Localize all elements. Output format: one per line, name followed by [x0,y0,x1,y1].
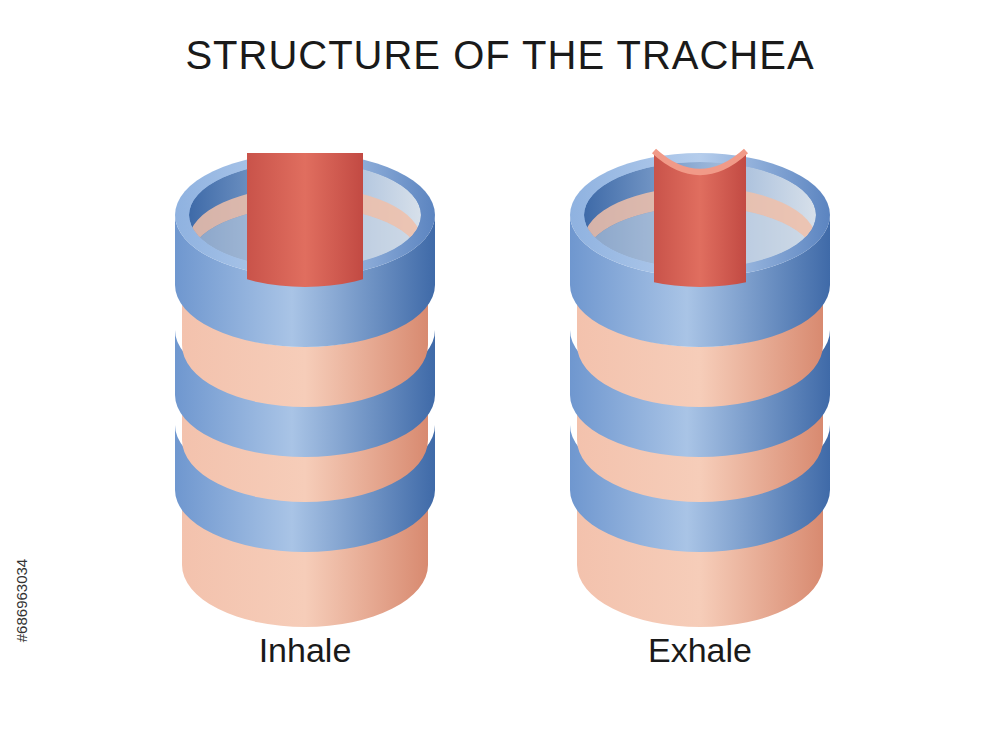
diagram-title: STRUCTURE OF THE TRACHEA [185,33,814,78]
state-label: Exhale [648,631,752,670]
trachealis-muscle [247,153,363,290]
trachea-segment [570,151,830,627]
muscle-edge [654,151,746,172]
trachea-segment [175,153,435,627]
trachealis-muscle [654,151,746,290]
state-label: Inhale [259,631,352,670]
watermark-id: #686963034 [14,558,31,641]
